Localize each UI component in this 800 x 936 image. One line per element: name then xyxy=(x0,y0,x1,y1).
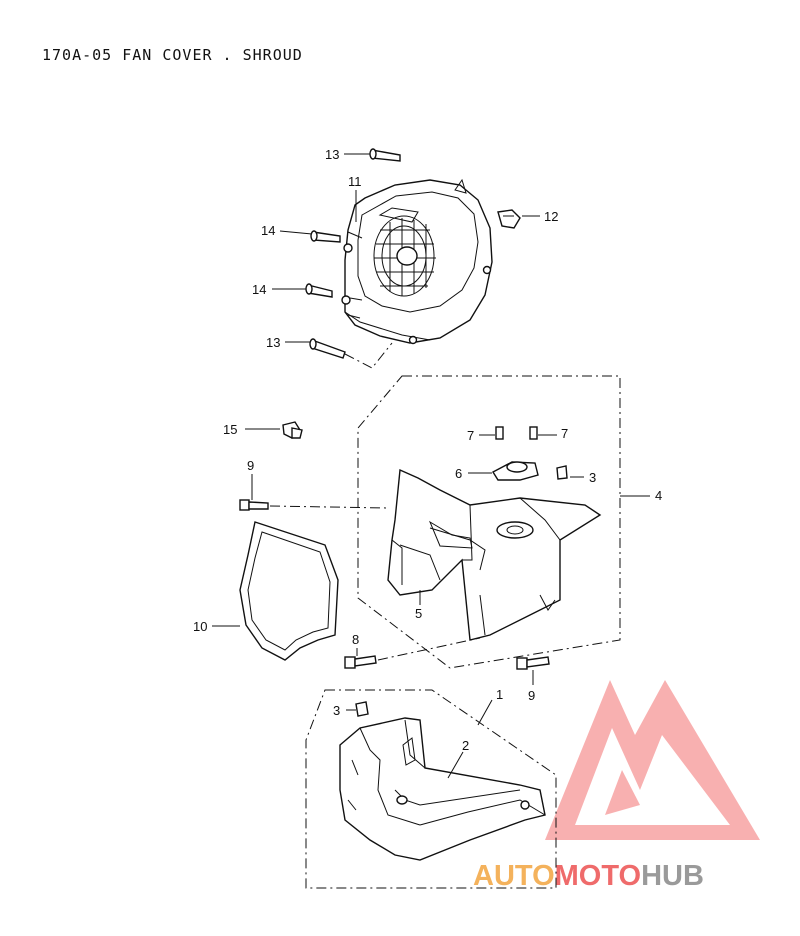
bolt-8 xyxy=(344,655,377,669)
callout-3-upper: 3 xyxy=(589,470,596,485)
grommet-12 xyxy=(497,209,521,229)
screw-7-right xyxy=(529,426,538,440)
callout-9-left: 9 xyxy=(247,458,254,473)
callout-13-top: 13 xyxy=(325,147,339,162)
screw-7-left xyxy=(495,426,504,440)
plug-15 xyxy=(282,421,303,439)
watermark-part-auto: AUTO xyxy=(473,860,555,892)
callout-12: 12 xyxy=(544,209,558,224)
callout-15: 15 xyxy=(223,422,237,437)
watermark-text: AUTOMOTOHUB xyxy=(473,860,704,892)
callout-8: 8 xyxy=(352,632,359,647)
bolt-13-top xyxy=(369,148,401,162)
lower-shroud-part-2 xyxy=(339,717,546,861)
watermark-logo xyxy=(545,680,760,840)
assembly-line-bolt9 xyxy=(269,505,389,509)
bolt-9-right xyxy=(516,656,550,670)
callout-10: 10 xyxy=(193,619,207,634)
callout-9-right: 9 xyxy=(528,688,535,703)
bolt-9-left xyxy=(239,499,269,511)
page-title: 170A-05 FAN COVER . SHROUD xyxy=(42,46,303,64)
clip-3-lower xyxy=(355,701,369,717)
shroud-part-5 xyxy=(387,468,602,641)
watermark-part-moto: MOTO xyxy=(555,860,641,892)
callout-14-upper: 14 xyxy=(261,223,275,238)
cap-part-6 xyxy=(492,461,539,481)
callout-7-left: 7 xyxy=(467,428,474,443)
gasket-part-10 xyxy=(239,521,339,661)
callout-3-lower: 3 xyxy=(333,703,340,718)
group-outline-4 xyxy=(357,375,621,669)
callout-13-bottom: 13 xyxy=(266,335,280,350)
bolt-13-bottom xyxy=(309,338,346,359)
leader-lines xyxy=(212,153,584,779)
bolt-14-lower xyxy=(305,283,333,298)
callout-11: 11 xyxy=(348,174,362,189)
callout-5: 5 xyxy=(415,606,422,621)
callout-14-lower: 14 xyxy=(252,282,266,297)
callout-1: 1 xyxy=(496,687,503,702)
callout-4: 4 xyxy=(655,488,662,503)
callout-7-right: 7 xyxy=(561,426,568,441)
clip-3-upper xyxy=(556,465,568,480)
watermark-part-hub: HUB xyxy=(641,860,704,892)
callout-2: 2 xyxy=(462,738,469,753)
assembly-line-bolt8 xyxy=(377,637,481,661)
assembly-line-cover xyxy=(344,342,393,369)
bolt-14-upper xyxy=(310,230,341,243)
callout-6: 6 xyxy=(455,466,462,481)
fan-cover-part xyxy=(341,178,493,345)
group-outline-1 xyxy=(305,689,557,889)
